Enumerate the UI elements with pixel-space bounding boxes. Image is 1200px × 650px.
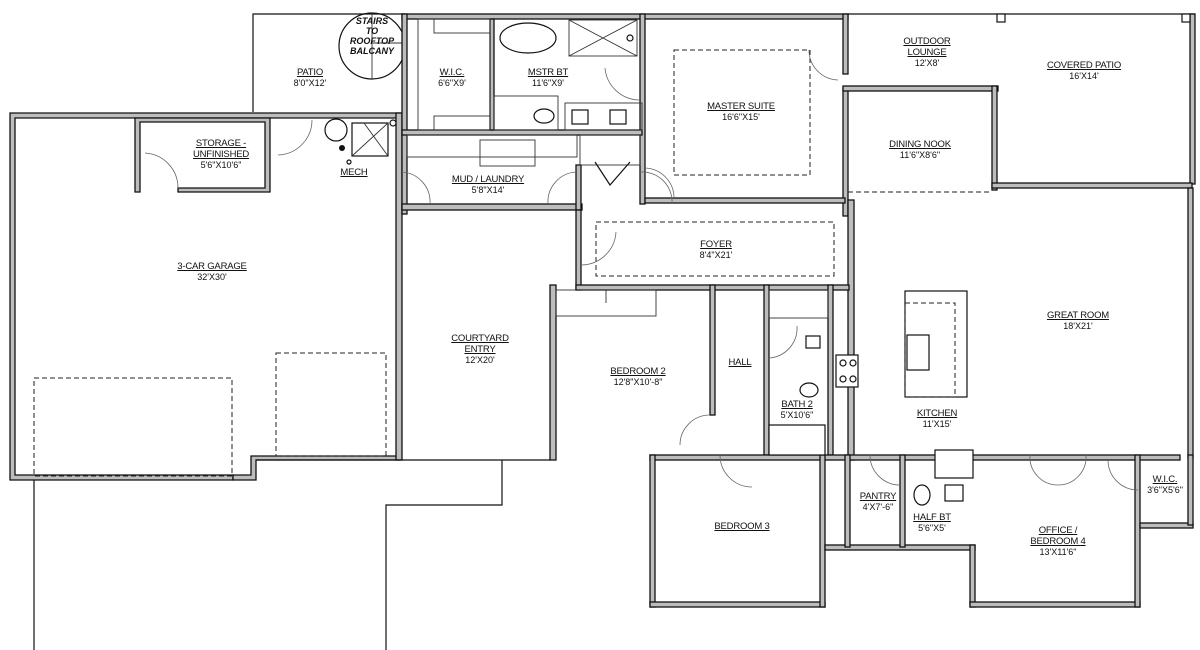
stairs-line: STAIRS: [355, 16, 389, 26]
room-label-hall: HALL: [728, 357, 752, 368]
mech-equipment: [324, 118, 397, 165]
room-label-bedroom-3: BEDROOM 3: [714, 521, 770, 532]
stairs-note: STAIRS TO ROOFTOP BALCANY: [350, 16, 394, 56]
patio-outline: [252, 13, 405, 112]
patio-walls: [842, 13, 1196, 191]
room-label-wic-office: W.I.C.3'6"X5'6": [1147, 474, 1183, 495]
stairs-line: BALCANY: [350, 46, 394, 56]
stairs-line: TO: [365, 26, 379, 36]
stairs-line: ROOFTOP: [349, 36, 395, 46]
room-label-mech: MECH: [340, 167, 368, 178]
main-walls: [549, 187, 1194, 608]
master-walls: [401, 13, 849, 217]
room-label-wic-master: W.I.C.6'6"X9': [438, 67, 466, 88]
